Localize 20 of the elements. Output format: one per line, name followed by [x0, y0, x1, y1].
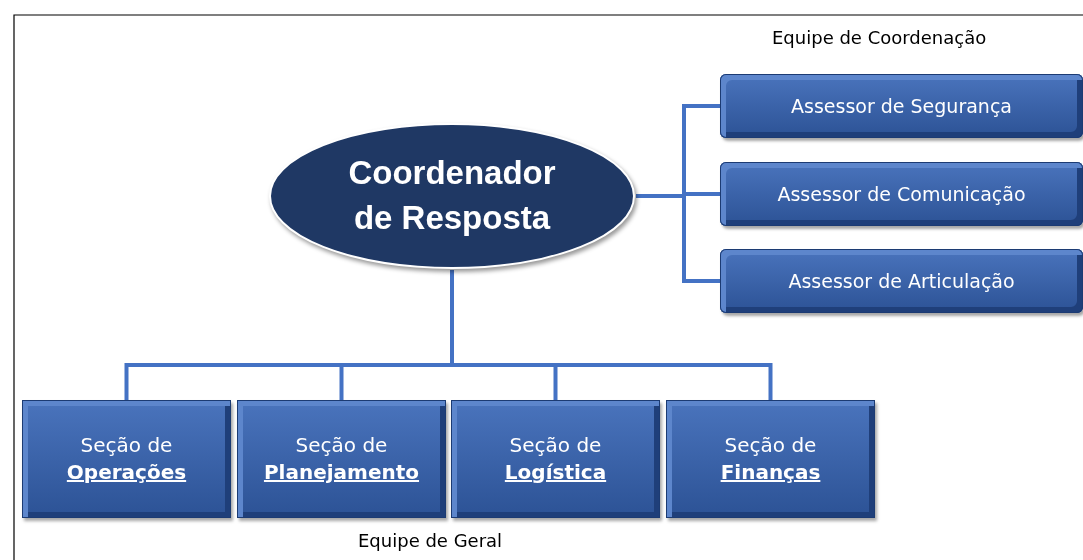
node-label: Assessor de Articulação — [788, 270, 1015, 292]
process-box — [720, 162, 1083, 226]
process-box — [22, 400, 231, 518]
node-label: Seção de Logística — [504, 432, 607, 486]
connector-line — [450, 270, 773, 400]
oval-node — [268, 122, 636, 270]
node-label: Seção de Operações — [66, 432, 187, 486]
node-label: Coordenador de Resposta — [347, 153, 557, 238]
group-heading: Equipe de Coordenação — [772, 27, 987, 48]
process-box — [666, 400, 875, 518]
node-label: Seção de Planejamento — [263, 432, 420, 486]
node-label: Assessor de Comunicação — [777, 183, 1026, 205]
process-box — [720, 74, 1083, 138]
node-label: Seção de Finanças — [720, 432, 821, 486]
process-box — [237, 400, 446, 518]
node-label: Assessor de Segurança — [791, 95, 1012, 117]
group-heading: Equipe de Geral — [358, 530, 503, 551]
process-box — [720, 249, 1083, 313]
process-box — [451, 400, 660, 518]
connector-line — [636, 194, 720, 283]
